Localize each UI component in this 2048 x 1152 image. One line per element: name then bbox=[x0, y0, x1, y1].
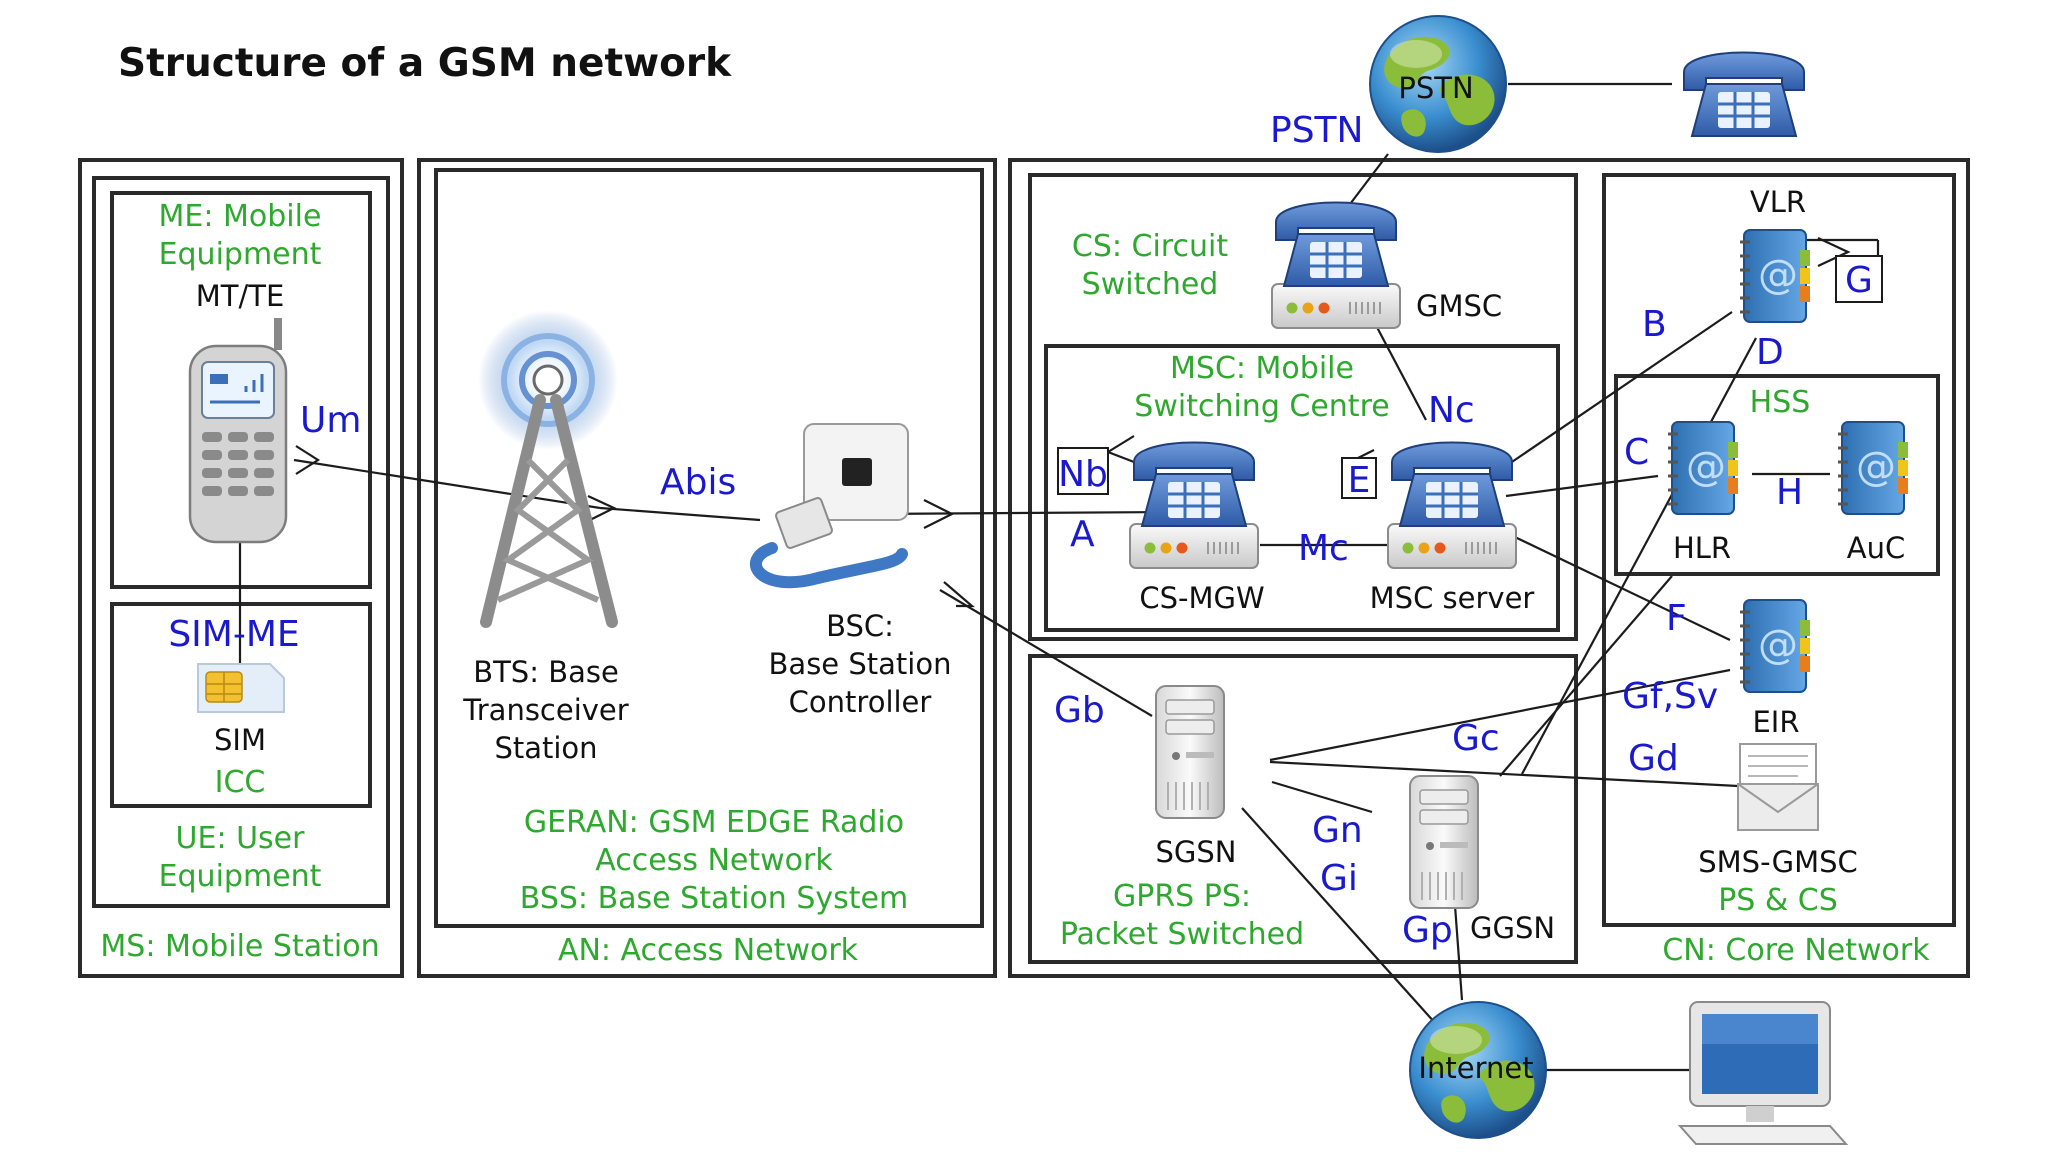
auc-address-book-icon bbox=[1836, 420, 1910, 516]
computer-icon bbox=[1677, 1001, 1849, 1145]
msc-frame bbox=[1044, 344, 1560, 632]
gmsc-switch-icon bbox=[1272, 203, 1400, 329]
mt-te-label: MT/TE bbox=[196, 279, 285, 313]
an-frame bbox=[417, 158, 997, 978]
hss-frame bbox=[1614, 374, 1940, 576]
eir-address-book-icon bbox=[1738, 598, 1812, 694]
nc-interface: Nc bbox=[1428, 390, 1475, 431]
cs-label-line2: Switched bbox=[1082, 267, 1219, 302]
diagram-title: Structure of a GSM network bbox=[118, 41, 732, 86]
bsc-label-line3: Controller bbox=[789, 685, 932, 719]
sim-me-interface: SIM-ME bbox=[168, 614, 299, 655]
um-interface: Um bbox=[300, 400, 361, 441]
bts-label-line3: Station bbox=[494, 731, 597, 765]
sim-card-icon bbox=[197, 663, 285, 713]
gprs-label-line2: Packet Switched bbox=[1060, 917, 1304, 952]
e-interface-box: E bbox=[1341, 457, 1377, 501]
geran-label-line2: Access Network bbox=[595, 843, 833, 878]
ms-frame bbox=[78, 158, 404, 978]
mobile-phone-icon bbox=[188, 318, 288, 544]
vlr-address-book-icon bbox=[1738, 228, 1812, 324]
h-interface: H bbox=[1776, 472, 1803, 513]
gf-sv-interface: Gf,Sv bbox=[1622, 676, 1718, 717]
hlr-label: HLR bbox=[1673, 531, 1731, 565]
area-labels: ME: Mobile Equipment ICC UE: User Equipm… bbox=[100, 199, 1930, 968]
ue-label-line1: UE: User bbox=[176, 821, 306, 856]
msc-server-label: MSC server bbox=[1370, 581, 1535, 615]
g-interface-box: G bbox=[1835, 255, 1883, 303]
ps-cs-label: PS & CS bbox=[1718, 883, 1838, 918]
g-interface: G bbox=[1845, 260, 1873, 301]
abis-interface: Abis bbox=[660, 462, 736, 503]
gi-interface: Gi bbox=[1320, 858, 1358, 899]
pstn-interface: PSTN bbox=[1270, 110, 1363, 151]
cn-frame bbox=[1008, 158, 1970, 978]
antenna-tower-icon bbox=[478, 310, 618, 628]
me-label-line1: ME: Mobile bbox=[159, 199, 322, 234]
hss-label: HSS bbox=[1750, 385, 1811, 420]
ggsn-label: GGSN bbox=[1470, 911, 1555, 945]
gd-interface: Gd bbox=[1628, 738, 1679, 779]
sim-label: SIM bbox=[214, 723, 266, 757]
gmsc-label: GMSC bbox=[1416, 289, 1502, 323]
ms-label: MS: Mobile Station bbox=[100, 929, 379, 964]
ue-label-line2: Equipment bbox=[159, 859, 322, 894]
f-interface: F bbox=[1666, 598, 1687, 639]
bsc-label-line1: BSC: bbox=[826, 609, 894, 643]
nb-interface-box: Nb bbox=[1057, 447, 1109, 495]
internet-globe-label: Internet bbox=[1418, 1051, 1533, 1085]
cs-mgw-switch-icon bbox=[1130, 443, 1258, 569]
interface-labels: Um SIM-ME Abis PSTN Nb E Nc A Mc B G D C… bbox=[168, 110, 1883, 951]
ps-frame bbox=[1028, 654, 1578, 964]
msc-label-line1: MSC: Mobile bbox=[1170, 351, 1354, 386]
mail-icon bbox=[1737, 743, 1819, 831]
fixed-telephone-icon bbox=[1682, 51, 1806, 138]
c-interface: C bbox=[1624, 432, 1649, 473]
cn-label: CN: Core Network bbox=[1662, 933, 1930, 968]
bss-label: BSS: Base Station System bbox=[520, 881, 908, 916]
geran-label-line1: GERAN: GSM EDGE Radio bbox=[524, 805, 904, 840]
eir-label: EIR bbox=[1752, 705, 1799, 739]
e-interface: E bbox=[1348, 460, 1371, 501]
bts-label-line1: BTS: Base bbox=[473, 655, 619, 689]
network-socket-icon bbox=[750, 423, 909, 589]
pstn-globe-label: PSTN bbox=[1398, 71, 1473, 105]
bss-frame bbox=[434, 168, 984, 928]
gc-interface: Gc bbox=[1452, 718, 1500, 759]
ggsn-server-icon bbox=[1409, 775, 1479, 909]
msc-label-line2: Switching Centre bbox=[1134, 389, 1389, 424]
d-interface: D bbox=[1756, 332, 1784, 373]
bts-label-line2: Transceiver bbox=[462, 693, 628, 727]
a-interface: A bbox=[1070, 514, 1095, 555]
b-interface: B bbox=[1642, 304, 1667, 345]
cs-mgw-label: CS-MGW bbox=[1139, 581, 1264, 615]
hlr-address-book-icon bbox=[1666, 420, 1740, 516]
bsc-label-line2: Base Station bbox=[769, 647, 952, 681]
ue-frame bbox=[92, 176, 390, 908]
sms-gmsc-label: SMS-GMSC bbox=[1698, 845, 1858, 879]
cs-frame bbox=[1028, 173, 1578, 641]
cs-label-line1: CS: Circuit bbox=[1072, 229, 1228, 264]
an-label: AN: Access Network bbox=[558, 933, 859, 968]
node-labels: MT/TE SIM BTS: Base Transceiver Station … bbox=[196, 71, 1906, 1085]
msc-server-switch-icon bbox=[1388, 443, 1516, 569]
me-label-line2: Equipment bbox=[159, 237, 322, 272]
sgsn-label: SGSN bbox=[1156, 835, 1237, 869]
gp-interface: Gp bbox=[1402, 910, 1453, 951]
icc-label: ICC bbox=[215, 765, 266, 800]
mc-interface: Mc bbox=[1298, 528, 1349, 569]
gb-interface: Gb bbox=[1054, 690, 1105, 731]
gprs-label-line1: GPRS PS: bbox=[1113, 879, 1251, 914]
gn-interface: Gn bbox=[1312, 810, 1363, 851]
ps-cs-frame bbox=[1602, 173, 1956, 927]
nb-interface: Nb bbox=[1058, 454, 1108, 495]
sgsn-server-icon bbox=[1155, 685, 1225, 819]
auc-label: AuC bbox=[1847, 531, 1905, 565]
vlr-label: VLR bbox=[1750, 185, 1806, 219]
